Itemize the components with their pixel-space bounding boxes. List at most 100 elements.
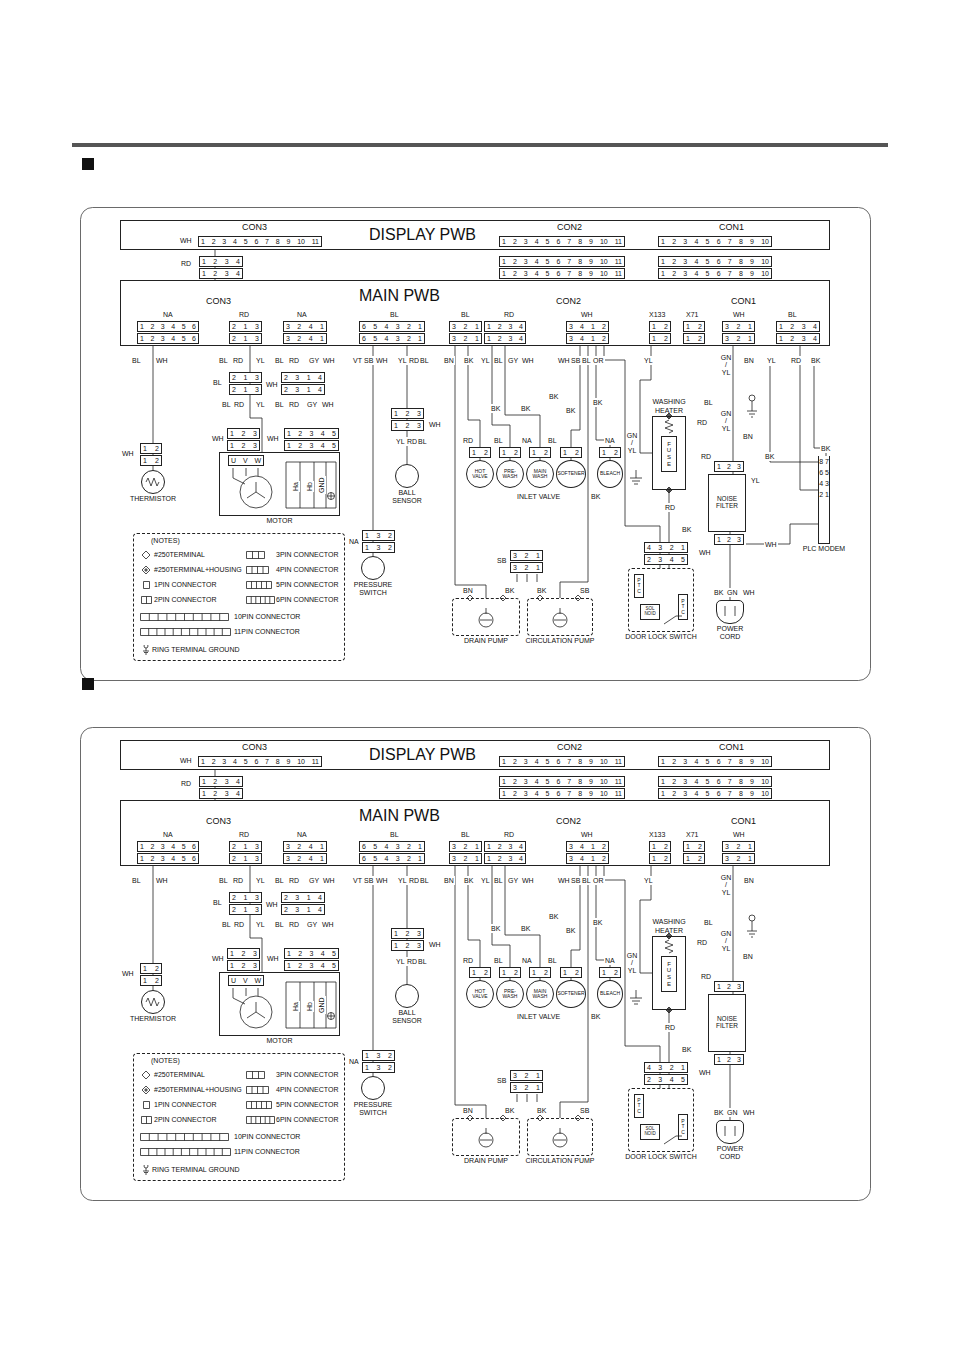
node-text: MAIN WASH — [527, 469, 553, 480]
wire-label: NA — [521, 956, 533, 965]
legend-symbol — [141, 629, 231, 636]
ground-symbol — [630, 470, 642, 484]
wire-label: YL — [480, 876, 491, 885]
node-text: BLEACH — [598, 471, 622, 476]
pin-numbers: 2 3 1 4 — [281, 372, 325, 383]
pin-numbers: 6 5 4 3 2 1 — [359, 841, 425, 852]
wire-label: BL — [274, 920, 285, 929]
wire-label: SB — [363, 876, 374, 885]
legend-text: 11PIN CONNECTOR — [234, 1147, 300, 1156]
legend-symbol — [247, 582, 272, 589]
pin-numbers: 1 2 3 — [391, 928, 424, 939]
legend-text: 5PIN CONNECTOR — [276, 580, 339, 589]
pin-numbers: 1 2 3 4 5 6 — [137, 333, 199, 344]
wire-label: BK — [764, 452, 775, 461]
pin-numbers: 1 2 3 4 5 6 7 8 9 10 11 — [198, 756, 322, 767]
wire-label: BK — [713, 588, 724, 597]
wire-label: X71 — [685, 310, 699, 319]
wire-label: WH — [322, 356, 336, 365]
node-text: SOL NOID — [641, 1127, 659, 1136]
wire-color: GN / YL — [720, 410, 732, 432]
plc-wire — [746, 524, 818, 544]
wire-label: INLET VALVE — [516, 1012, 561, 1021]
wire-label: NA — [348, 1057, 360, 1066]
pin-numbers: 1 2 — [529, 967, 551, 978]
pin-numbers: 1 3 2 — [362, 530, 395, 541]
wire-label: GY — [507, 876, 519, 885]
wire-label: BK — [536, 586, 547, 595]
wire-label: WH — [732, 830, 746, 839]
wire-connector — [733, 346, 734, 474]
wire-color: GN / YL — [720, 930, 732, 952]
node-text: PTC — [681, 599, 686, 616]
ground-symbol — [747, 401, 757, 417]
wire-color: GN / YL — [626, 952, 638, 974]
legend-symbol — [247, 552, 265, 559]
wire-label: BL — [787, 310, 798, 319]
ground-cross — [328, 493, 335, 500]
wire-label: SB — [570, 356, 581, 365]
wire-label: BL — [221, 920, 232, 929]
wire-label: GY — [308, 356, 320, 365]
wire-label: OR — [592, 876, 605, 885]
wire-label: YL — [480, 356, 491, 365]
pin-numbers: 1 2 3 4 — [199, 776, 243, 787]
wire-label: BK — [520, 924, 531, 933]
plc-wire — [770, 366, 818, 462]
pin-numbers: 2 1 3 — [229, 853, 262, 864]
pin-numbers: 6 5 4 3 2 1 — [359, 321, 425, 332]
wire-label: WH — [732, 310, 746, 319]
legend-symbol — [141, 1149, 231, 1156]
pin-numbers: 1 2 3 4 — [484, 853, 526, 864]
node-text: HOT VALVE — [467, 469, 493, 480]
component-circle: PRE- WASH — [496, 980, 524, 1008]
plug-prongs — [725, 606, 735, 616]
wire-color: GN / YL — [720, 874, 732, 896]
wire-label: BL — [221, 400, 232, 409]
pin-numbers: 1 2 3 4 5 6 7 8 9 10 — [658, 756, 772, 767]
legend-symbol — [143, 645, 149, 654]
pin-numbers: 1 2 — [649, 853, 671, 864]
node-text: PRESSURE SWITCH — [350, 581, 396, 598]
node-text: THERMISTOR — [123, 1015, 183, 1023]
pin-numbers: 1 2 3 — [227, 428, 260, 439]
node-text: DOOR LOCK SWITCH — [616, 633, 706, 641]
legend-swatch — [140, 612, 230, 622]
motor-windings — [233, 468, 265, 498]
wire-label: RD — [288, 920, 300, 929]
wire-label: WH — [698, 1068, 712, 1077]
legend-swatch — [141, 550, 152, 560]
component-circle: SOFTENER — [556, 460, 586, 488]
wire-label: BL — [493, 356, 504, 365]
pin-numbers: 1 2 — [140, 455, 162, 466]
pin-numbers: 1 2 — [649, 333, 671, 344]
connector-name: CON3 — [241, 222, 268, 234]
pin-numbers: 1 3 2 — [362, 542, 395, 553]
pin-numbers: 1 2 — [529, 447, 551, 458]
pin-numbers: 1 2 3 4 — [199, 268, 243, 279]
terminal-name: Ha — [291, 1001, 300, 1012]
connector-name: CON2 — [555, 296, 582, 308]
pin-numbers: 2 1 3 — [229, 321, 262, 332]
pin-numbers: 1 2 — [469, 447, 491, 458]
legend-text: #250TERMINAL — [154, 550, 205, 559]
pin-numbers: 1 2 3 — [227, 960, 260, 971]
node-text: FUSE — [666, 961, 672, 987]
power-plug: POWER CORD — [716, 600, 744, 624]
pin-numbers: 1 2 3 4 5 6 — [137, 841, 199, 852]
thermistor-symbol — [146, 478, 159, 486]
legend-swatch — [140, 1147, 232, 1157]
pin-numbers: 1 2 3 — [227, 440, 260, 451]
wire-label: YL — [255, 876, 266, 885]
legend-symbol — [142, 551, 150, 559]
wire-label: WH — [155, 876, 169, 885]
wire-label: BK — [548, 392, 559, 401]
wire-label: WH — [764, 540, 778, 549]
pin-numbers: 1 2 3 4 — [199, 256, 243, 267]
node-text: MAIN WASH — [527, 989, 553, 1000]
pin-numbers: 1 2 3 4 5 6 7 8 9 10 — [658, 236, 772, 247]
wire-label: WH — [121, 449, 135, 458]
pin-numbers: 4 3 2 1 — [644, 542, 688, 553]
connector-name: CON2 — [556, 742, 583, 754]
